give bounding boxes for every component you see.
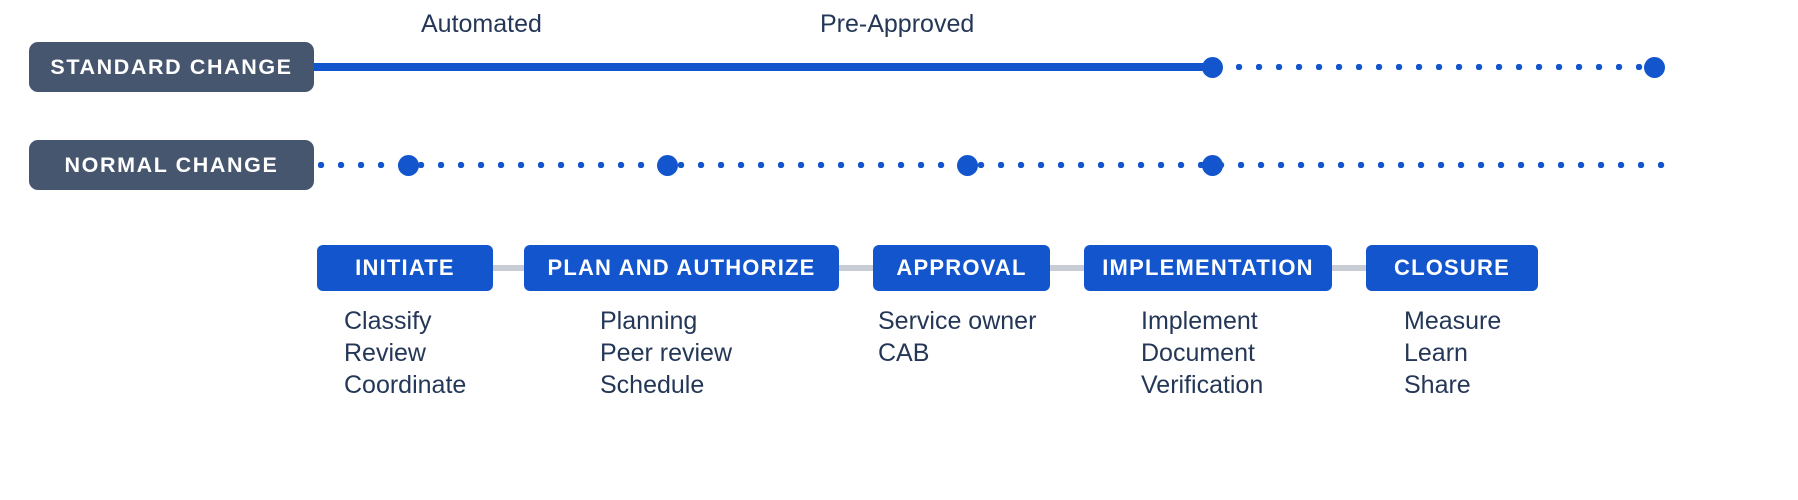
stage-item: Service owner bbox=[878, 307, 1037, 335]
track-normal-change: NORMAL CHANGE bbox=[0, 140, 1798, 200]
stage-box-implementation[interactable]: IMPLEMENTATION bbox=[1084, 245, 1332, 291]
track-pill-normal-change[interactable]: NORMAL CHANGE bbox=[29, 140, 314, 190]
phase-label-pre-approved: Pre-Approved bbox=[820, 10, 975, 38]
stage-connector bbox=[839, 265, 873, 271]
normal-change-node-dot bbox=[397, 154, 419, 176]
standard-change-end-dot bbox=[1643, 56, 1665, 78]
stage-item: Planning bbox=[600, 307, 698, 335]
standard-change-solid-line bbox=[314, 63, 1216, 71]
phase-label-automated: Automated bbox=[421, 10, 542, 38]
stage-box-implementation-label: IMPLEMENTATION bbox=[1102, 255, 1314, 280]
stage-box-plan-and-authorize[interactable]: PLAN AND AUTHORIZE bbox=[524, 245, 839, 291]
stage-strip: INITIATE PLAN AND AUTHORIZE APPROVAL IMP… bbox=[0, 245, 1798, 305]
stage-item: Verification bbox=[1141, 371, 1264, 399]
stage-item: Learn bbox=[1404, 339, 1468, 367]
track-pill-normal-change-label: NORMAL CHANGE bbox=[64, 152, 279, 177]
track-pill-standard-change-label: STANDARD CHANGE bbox=[50, 54, 293, 79]
stage-item: CAB bbox=[878, 339, 930, 367]
track-pill-standard-change[interactable]: STANDARD CHANGE bbox=[29, 42, 314, 92]
stage-item: Schedule bbox=[600, 371, 705, 399]
stage-item: Share bbox=[1404, 371, 1471, 399]
stage-item: Review bbox=[344, 339, 426, 367]
stage-item: Coordinate bbox=[344, 371, 467, 399]
stage-box-initiate-label: INITIATE bbox=[355, 255, 455, 280]
stage-item: Measure bbox=[1404, 307, 1502, 335]
stage-connector bbox=[1332, 265, 1366, 271]
stage-box-approval[interactable]: APPROVAL bbox=[873, 245, 1050, 291]
track-standard-change: Automated Pre-Approved STANDARD CHANGE bbox=[0, 10, 1798, 102]
normal-change-node-dot bbox=[956, 154, 978, 176]
stage-item: Implement bbox=[1141, 307, 1258, 335]
stage-box-initiate[interactable]: INITIATE bbox=[317, 245, 493, 291]
normal-change-dotted-line bbox=[318, 162, 1670, 168]
stage-connector bbox=[493, 265, 524, 271]
stage-connector bbox=[1050, 265, 1084, 271]
stage-item: Document bbox=[1141, 339, 1255, 367]
stage-box-closure-label: CLOSURE bbox=[1394, 255, 1510, 280]
stage-item: Classify bbox=[344, 307, 432, 335]
stage-box-approval-label: APPROVAL bbox=[896, 255, 1027, 280]
normal-change-node-dot bbox=[1201, 154, 1223, 176]
stage-box-closure[interactable]: CLOSURE bbox=[1366, 245, 1538, 291]
stage-item: Peer review bbox=[600, 339, 732, 367]
normal-change-node-dot bbox=[656, 154, 678, 176]
stage-box-plan-and-authorize-label: PLAN AND AUTHORIZE bbox=[547, 255, 816, 280]
standard-change-dotted-line bbox=[1216, 64, 1664, 70]
standard-change-node-dot bbox=[1201, 56, 1223, 78]
